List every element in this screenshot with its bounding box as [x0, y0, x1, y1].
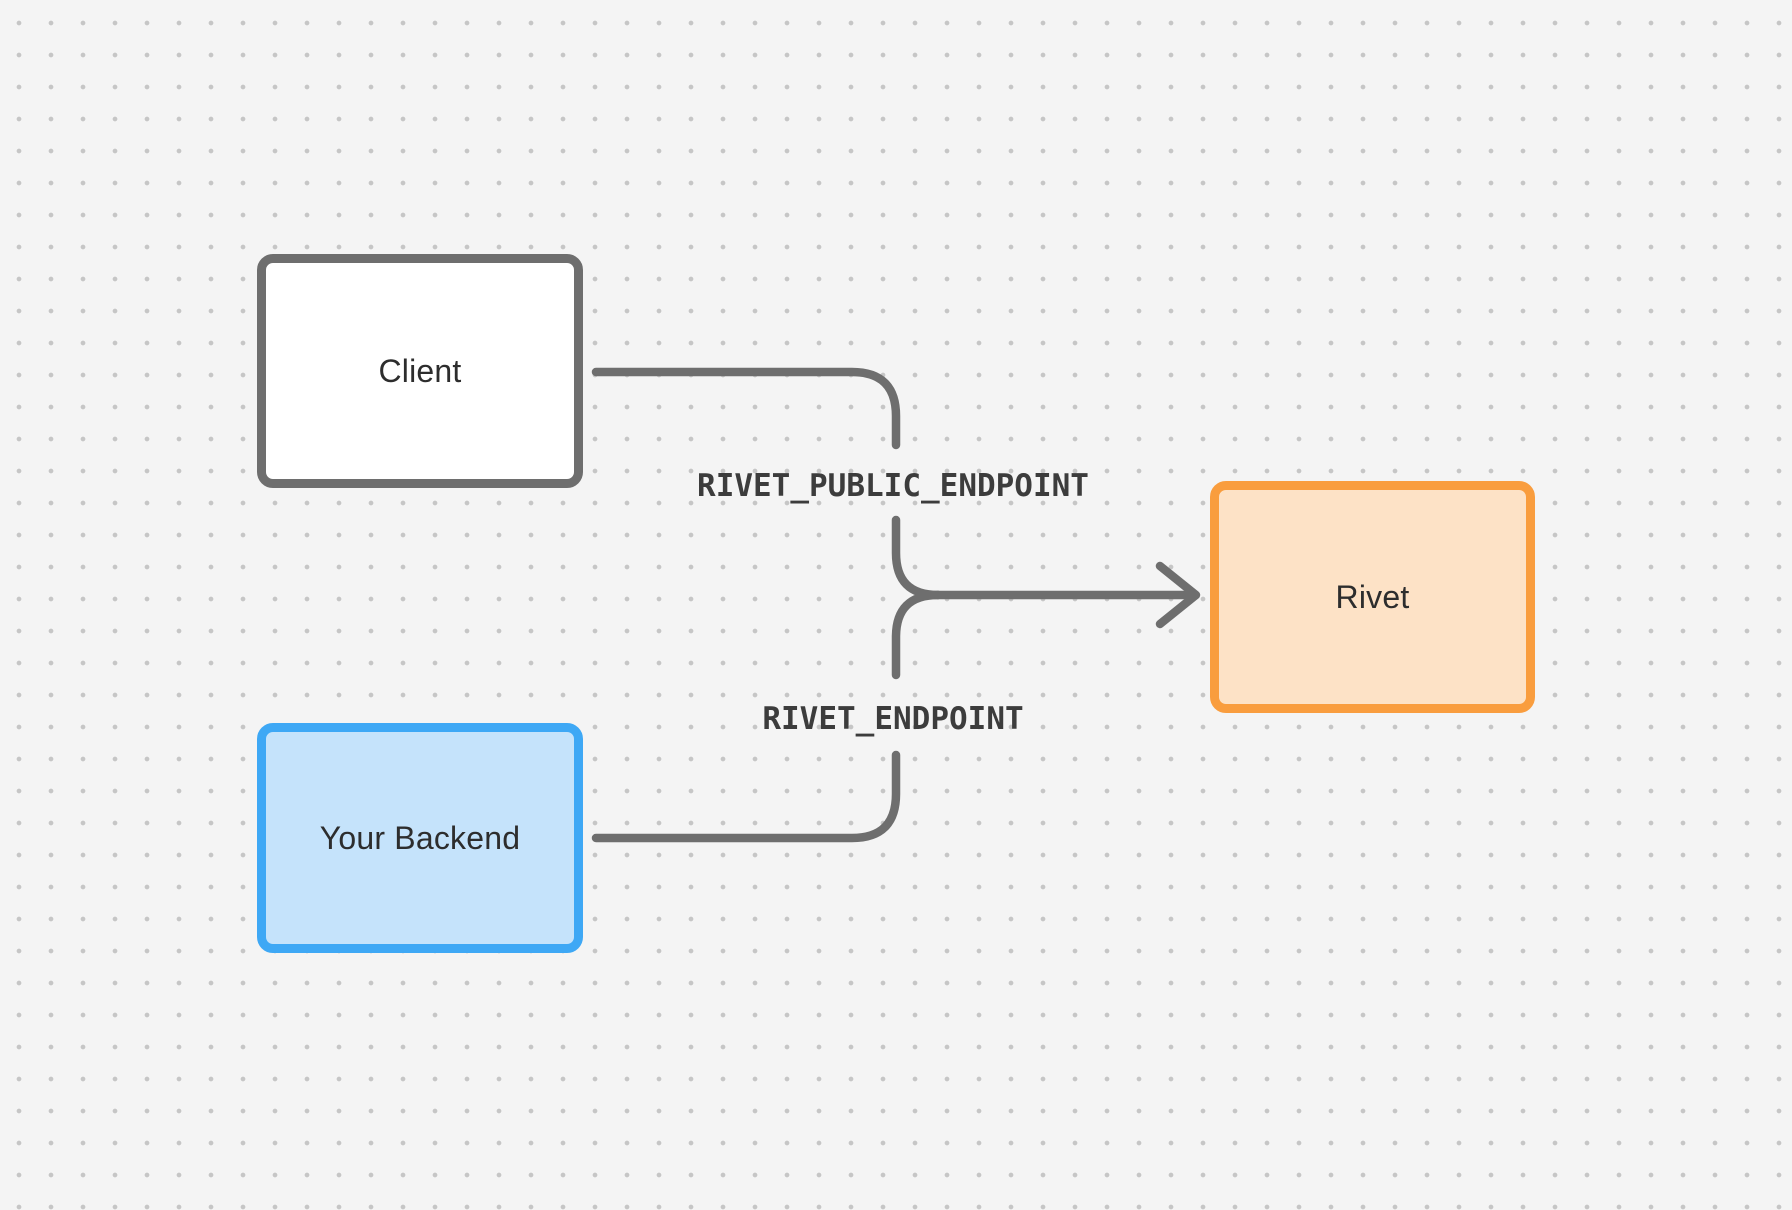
arrowhead-icon — [1155, 561, 1201, 629]
node-client-label: Client — [378, 352, 462, 389]
node-your-backend: Your Backend — [257, 723, 583, 953]
edge-label-rivet-endpoint: RIVET_ENDPOINT — [762, 701, 1024, 737]
merge-lower-branch-line — [891, 590, 943, 680]
backend-connector-line — [591, 750, 901, 843]
edge-label-rivet-public-endpoint: RIVET_PUBLIC_ENDPOINT — [697, 468, 1089, 504]
node-rivet-label: Rivet — [1335, 578, 1410, 615]
node-your-backend-label: Your Backend — [319, 819, 521, 856]
node-client: Client — [257, 254, 583, 488]
client-connector-line — [591, 367, 901, 450]
merge-upper-branch-line — [891, 515, 943, 600]
node-rivet: Rivet — [1210, 481, 1535, 713]
